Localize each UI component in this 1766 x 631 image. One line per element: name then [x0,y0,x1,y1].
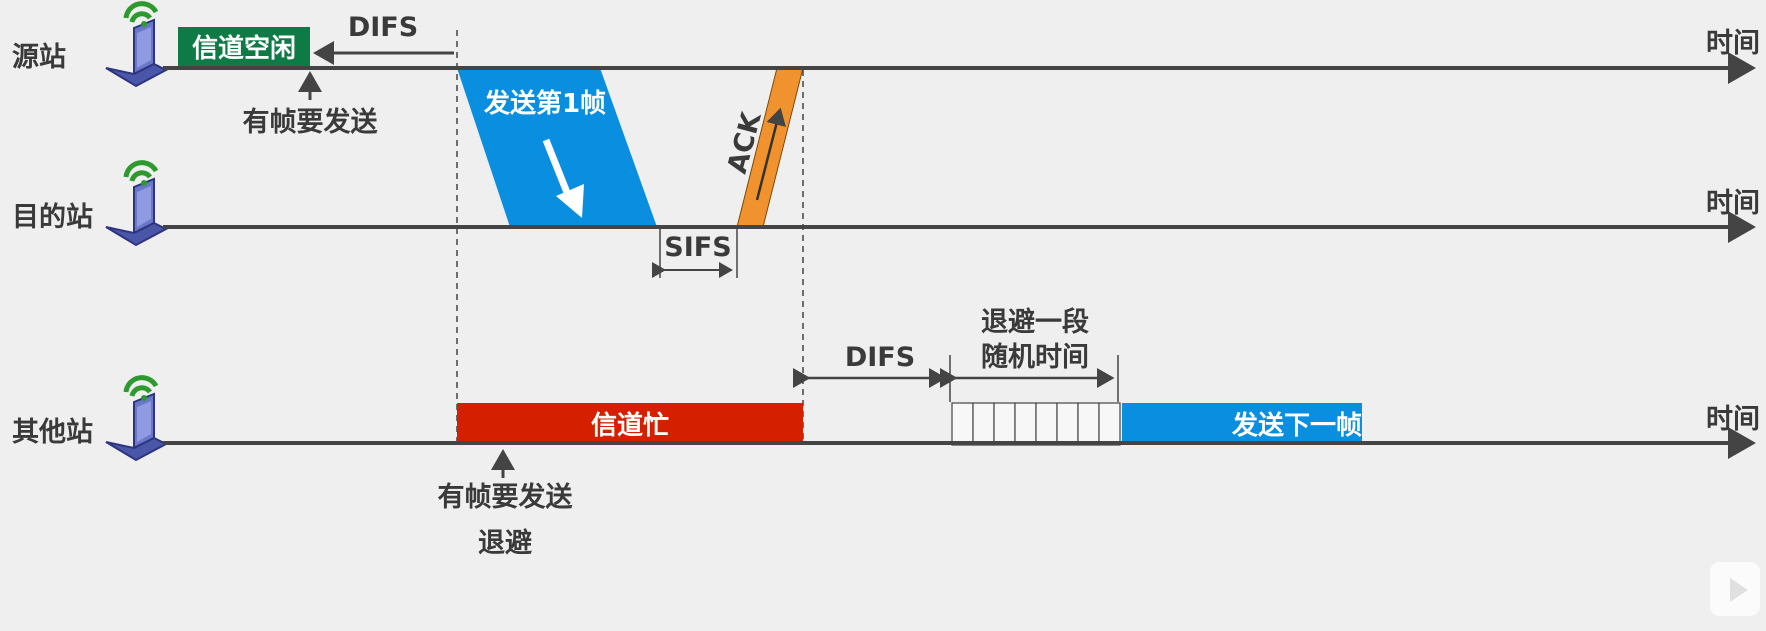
video-player-logo-icon [1710,562,1760,616]
station-label-other: 其他站 [12,417,93,448]
station-label-destination: 目的站 [12,201,93,233]
station-label-source: 源站 [12,42,66,73]
first-frame-label: 发送第1帧 [483,88,606,119]
channel-idle-label: 信道空闲 [192,33,296,64]
channel-busy-block [457,403,803,445]
backoff-slots [951,402,1121,446]
laptop-icon [106,378,166,460]
difs-label: DIFS [348,12,418,43]
backoff-label-line1: 退避一段 [981,306,1089,338]
down-arrow-head-icon [556,184,584,218]
time-label: 时间 [1706,404,1760,435]
next-frame-block [1122,403,1362,445]
sifs-label: SIFS [664,232,731,263]
frame-to-send-label: 有帧要发送 [243,106,378,138]
laptop-icon [106,4,166,86]
difs-label-other: DIFS [845,342,915,373]
next-frame-label: 发送下一帧 [1231,410,1362,441]
time-label: 时间 [1706,188,1760,219]
backoff-label-line2: 随机时间 [981,342,1089,373]
first-frame-block [457,68,657,227]
channel-idle-block [178,27,310,67]
channel-busy-label: 信道忙 [591,410,669,441]
time-label: 时间 [1706,28,1760,59]
backoff-label: 退避 [478,527,532,559]
laptop-icon [106,163,166,245]
frame-to-send-label-other: 有帧要发送 [438,481,573,513]
down-arrow-icon [542,138,574,202]
up-arrow-icon [755,107,786,201]
